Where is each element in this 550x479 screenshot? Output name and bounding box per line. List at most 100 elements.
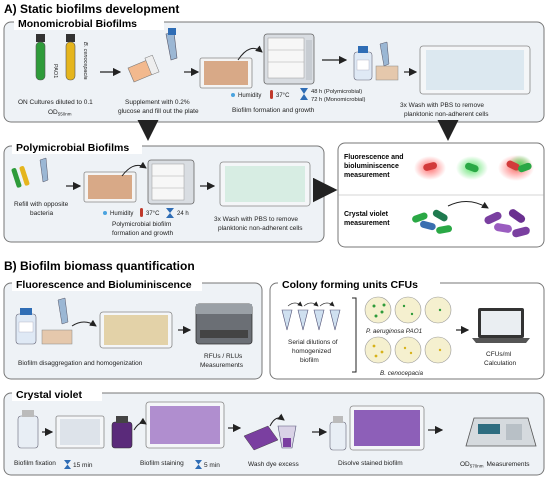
od-text: OD: [48, 109, 58, 116]
mono-time2: 72 h (Monomicrobial): [311, 97, 366, 103]
cv-hourglass1-icon: [64, 460, 71, 469]
cv-meas-line2: measurement: [344, 220, 390, 227]
mono-step1-line1: ON Cultures diluted to 0.1: [18, 99, 93, 106]
incubator-icon: [263, 33, 315, 85]
poly-humidity: Humidity: [110, 211, 133, 217]
cfu-dil-line1: Serial dilutions of: [288, 339, 338, 346]
fluor-step1: Biofilm disaggregation and homogenizatio…: [18, 360, 143, 367]
cfu-calc-line2: Calculation: [484, 360, 517, 367]
monomicrobial-title: Monomicrobial Biofilms: [18, 18, 137, 30]
spectrophotometer-icon: [465, 417, 537, 447]
poly-temp: 37°C: [146, 211, 160, 217]
poly-humidity-icon: [103, 211, 107, 215]
poly-step3-line2: planktonic non-adherent cells: [218, 225, 303, 232]
refill-tubes-icon: [11, 157, 49, 188]
disaggregation-icon: [15, 297, 73, 345]
cv-hourglass2-icon: [195, 460, 202, 469]
cv-od-rest: Measurements: [487, 461, 531, 468]
laptop-icon: [472, 308, 530, 343]
polymicrobial-title-bg: [12, 140, 142, 154]
fluor-meas-line3: measurement: [344, 172, 390, 179]
petri-dishes-icon: [364, 296, 452, 364]
polymicrobial-title: Polymicrobial Biofilms: [16, 142, 129, 154]
thermometer-icon: [270, 90, 273, 99]
fluor-title: Fluorescence and Bioluminiscence: [16, 279, 192, 291]
poly-thermometer-icon: [140, 208, 143, 217]
fluor-step2-line1: RFUs / RLUs: [204, 353, 243, 360]
poly-plate-icon: [83, 171, 137, 203]
culture-plate-icon: [199, 57, 253, 89]
violet-plate-icon: [145, 401, 225, 449]
cv-step1: Biofilm fixation: [14, 460, 56, 467]
cfu-title: Colony forming units CFUs: [282, 279, 418, 291]
cv-step3: Wash dye excess: [248, 461, 299, 468]
arrow-into-incubator: [237, 45, 263, 61]
falcon-pipette-icon: [127, 28, 178, 83]
cv-time2: 5 min: [204, 462, 220, 469]
section-b-title: B) Biofilm biomass quantification: [4, 259, 195, 273]
poly-hourglass-icon: [166, 208, 174, 218]
dissolve-icon: [329, 405, 425, 451]
culture-tubes-icon: [35, 34, 76, 81]
tube-label-pao1: PAO1: [52, 64, 58, 78]
arrow-into-poly-incubator: [121, 161, 147, 177]
fixation-bottle-icon: [17, 410, 39, 449]
plate-reader-icon: [195, 303, 253, 345]
pbs-bottle-icon: [353, 41, 399, 81]
humidity-icon: [231, 93, 235, 97]
glowing-bacteria-icon: [414, 155, 534, 181]
poly-step1-line1: Refill with opposite: [14, 201, 69, 208]
poly-step3-line1: 3x Wash with PBS to remove: [214, 216, 298, 223]
fluor-step2-line2: Measurements: [200, 362, 244, 369]
fluor-meas-line1: Fluorescence and: [344, 154, 404, 161]
od-subscript: 550nm: [58, 112, 72, 117]
cv-step4: Disolve stained biofilm: [338, 460, 403, 467]
cfu-calc-line1: CFUs/ml: [486, 351, 512, 358]
mono-humidity: Humidity: [238, 93, 261, 99]
fluor-plate-icon: [99, 311, 173, 349]
mono-step4-line1: 3x Wash with PBS to remove: [400, 102, 484, 109]
mono-step2-line2: glucose and fill out the plate: [118, 108, 199, 115]
cfu-species1: P. aeruginosa PAO1: [366, 328, 422, 335]
cv-step2: Biofilm staining: [140, 460, 184, 467]
poly-step2-line2: formation and growth: [112, 230, 173, 237]
cv-od-subscript: 570nm: [470, 464, 484, 469]
poly-time: 24 h: [177, 211, 189, 217]
section-a-title: A) Static biofilms development: [4, 2, 179, 16]
fluor-meas-line2: bioluminiscence: [344, 163, 399, 170]
cv-meas-line1: Crystal violet: [344, 211, 389, 218]
mono-temp: 37°C: [276, 93, 290, 99]
poly-incubator-icon: [147, 159, 195, 205]
cv-time1: 15 min: [73, 462, 93, 469]
mono-step3: Biofilm formation and growth: [232, 107, 315, 114]
cfu-title-bg: [278, 277, 440, 291]
cv-plate1-icon: [55, 415, 105, 449]
hourglass-icon: [300, 88, 308, 100]
fluor-title-bg: [12, 277, 202, 291]
mono-time1: 48 h (Polymicrobial): [311, 89, 362, 95]
cfu-dil-line2: homogenized: [292, 348, 331, 355]
arrow-fluor-1: [71, 319, 97, 327]
mono-step4-line2: planktonic non-adherent cells: [404, 111, 489, 118]
washed-plate-icon: [419, 45, 531, 95]
cfu-dil-line3: biofilm: [300, 357, 319, 364]
mono-step2-line1: Supplement with 0.2%: [125, 99, 190, 106]
dilution-tubes-icon: [281, 301, 341, 331]
monomicrobial-title-bg: [14, 16, 164, 30]
cv-title-bg: [12, 387, 102, 401]
mono-step1-line2: OD550nm: [48, 109, 72, 117]
dilution-bracket: [352, 297, 357, 373]
poly-washed-plate-icon: [219, 161, 311, 207]
stain-bottle-icon: [111, 416, 133, 449]
stained-bacteria-icon: [412, 201, 530, 238]
cv-title: Crystal violet: [16, 389, 82, 401]
cfu-species2: B. cenocepacia: [380, 370, 424, 377]
arrow-cv-2: [133, 417, 147, 431]
cv-od-text: OD: [460, 461, 470, 468]
wash-icon: [243, 413, 297, 451]
tube-label-bceno: B. cenocepacia: [82, 42, 88, 80]
poly-step1-line2: bacteria: [30, 210, 54, 217]
poly-step2-line1: Polymicrobial biofilm: [112, 221, 171, 228]
